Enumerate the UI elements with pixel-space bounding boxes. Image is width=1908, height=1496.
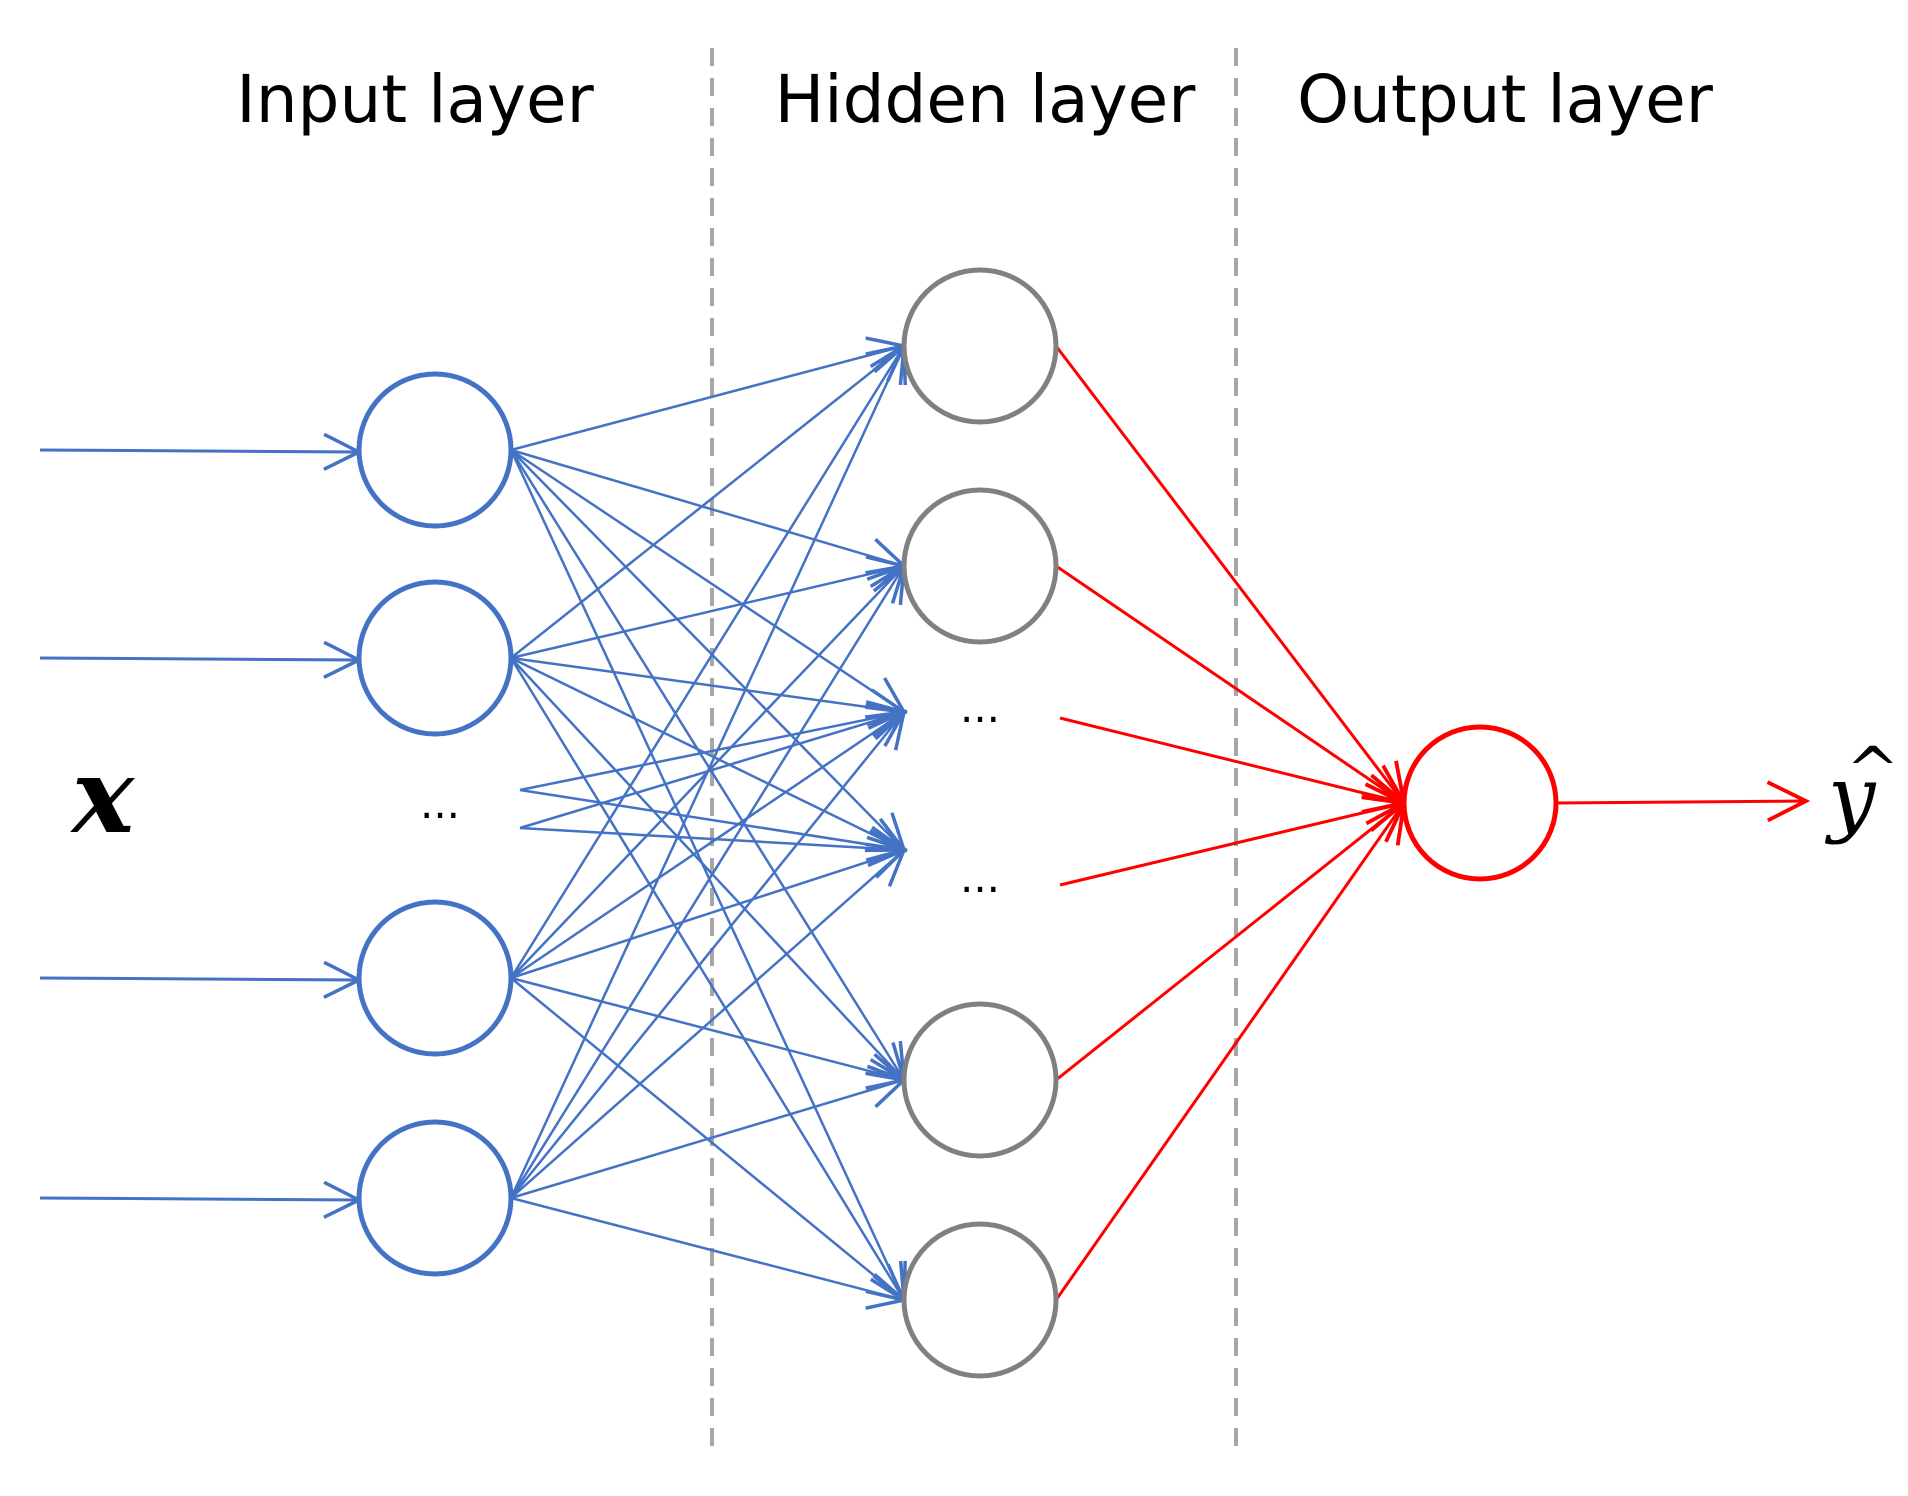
input-arrows: [39, 450, 359, 1200]
connection-h6-out: [1054, 803, 1404, 1301]
input-vector-symbol: x: [70, 734, 135, 857]
hidden-to-output-connections: [1054, 345, 1806, 1301]
connection-in6-h4: [510, 850, 904, 1199]
connection-in2-h3: [510, 656, 904, 712]
connection-h1-out: [1054, 345, 1404, 803]
connection-in5-h1: [509, 346, 904, 979]
connection-in2-h4: [510, 656, 904, 850]
output-neuron: [1401, 724, 1559, 882]
hidden-neuron-1: [901, 267, 1059, 425]
input-ellipsis: ...: [420, 779, 460, 828]
connection-h5-out: [1055, 803, 1404, 1082]
output-layer-label: Output layer: [1297, 61, 1714, 138]
connection-h4-out: [1059, 803, 1404, 887]
connection-in1-h2: [510, 448, 904, 566]
connection-in6-h1: [509, 346, 904, 1199]
connection-in3-h3: [519, 712, 904, 792]
connection-in1-h6: [509, 449, 904, 1300]
connection-in1-h5: [509, 449, 904, 1080]
input-neuron-2: [356, 579, 514, 737]
input-arrow-2: [39, 658, 359, 660]
connection-in3-h4: [519, 788, 904, 850]
connection-h3-out: [1059, 716, 1404, 803]
hidden-ellipsis-upper: ...: [960, 683, 1000, 732]
hidden-neuron-4: [901, 1221, 1059, 1379]
input-neuron-4: [356, 1119, 514, 1277]
input-neuron-3: [356, 899, 514, 1057]
hidden-neuron-2: [901, 487, 1059, 645]
connection-in6-h6: [510, 1196, 904, 1300]
connection-h2-out: [1055, 564, 1404, 803]
connection-in5-h5: [510, 976, 904, 1080]
connection-in6-h2: [509, 566, 904, 1199]
connection-in1-h1: [510, 346, 904, 452]
connection-in1-h3: [510, 448, 904, 712]
neurons: [356, 267, 1559, 1379]
output-arrow: [1555, 801, 1806, 803]
hidden-layer-label: Hidden layer: [775, 61, 1197, 138]
connection-in5-h4: [510, 850, 904, 980]
input-layer-label: Input layer: [236, 61, 594, 138]
input-arrow-4: [39, 1198, 359, 1200]
connection-in4-h4: [519, 826, 904, 850]
connection-in6-h3: [510, 712, 904, 1199]
hidden-neuron-3: [901, 1001, 1059, 1159]
output-hat-symbol: ^: [1846, 734, 1900, 808]
connection-in2-h6: [509, 657, 904, 1300]
connection-in4-h3: [519, 712, 904, 830]
connection-in5-h3: [510, 712, 904, 980]
hidden-ellipsis-lower: ...: [960, 853, 1000, 902]
output-symbol: y: [1824, 748, 1877, 846]
connection-in1-h4: [510, 449, 904, 850]
connection-in2-h1: [510, 346, 904, 659]
input-arrow-1: [39, 450, 359, 452]
input-arrow-3: [39, 978, 359, 980]
input-neuron-1: [356, 371, 514, 529]
input-to-hidden-connections: [509, 346, 904, 1300]
connection-in2-h5: [510, 657, 904, 1080]
connection-in2-h2: [510, 566, 904, 660]
connection-in6-h5: [510, 1080, 904, 1200]
